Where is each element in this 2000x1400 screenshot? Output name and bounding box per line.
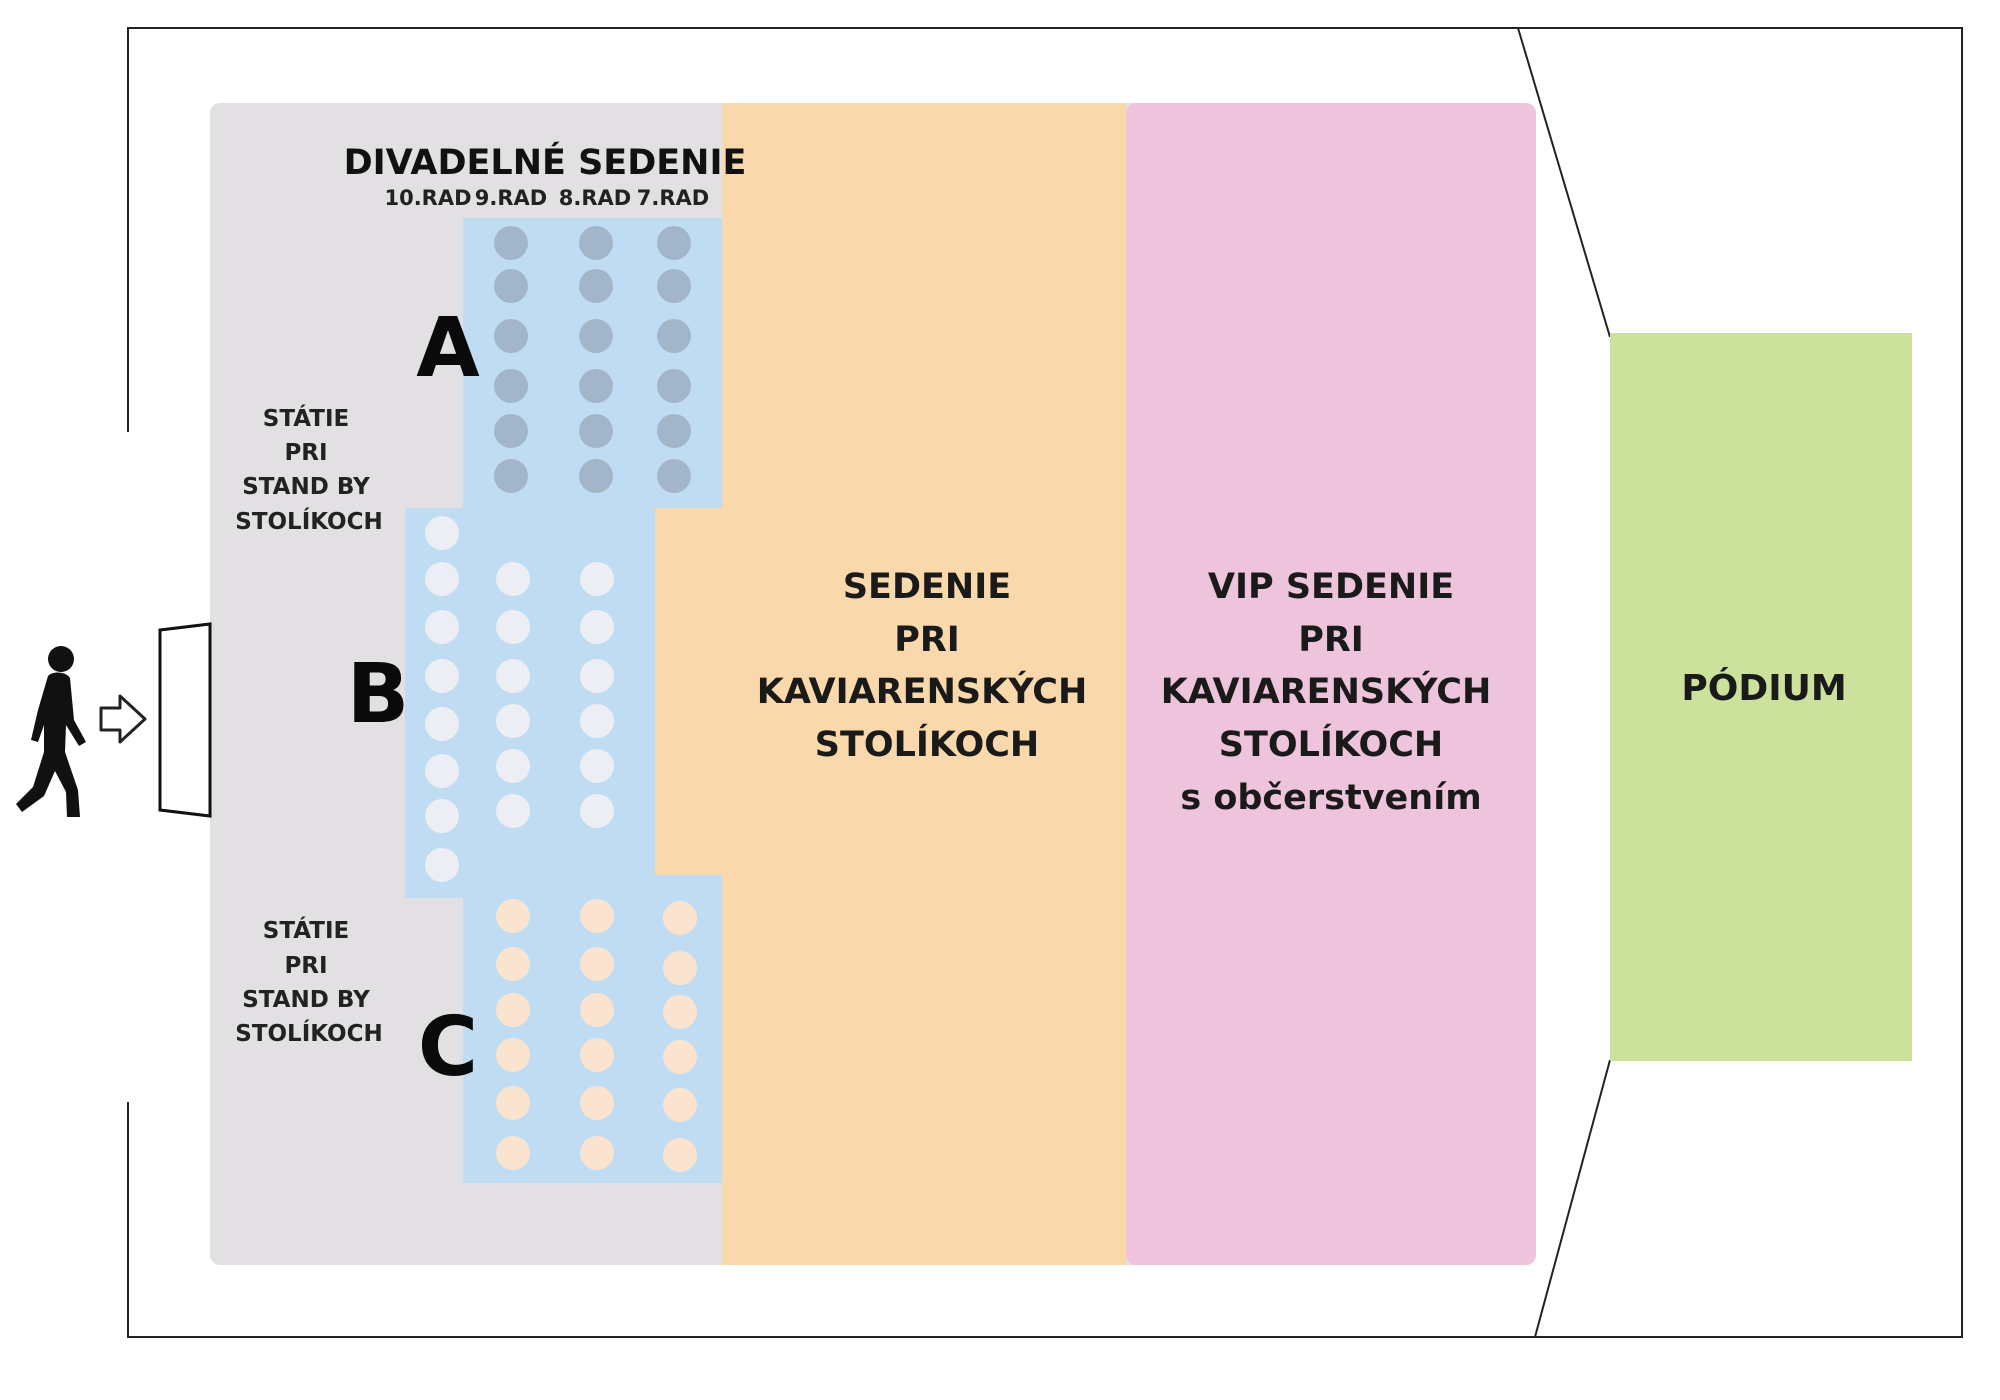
seat bbox=[425, 848, 459, 882]
seat bbox=[580, 1136, 614, 1170]
seat bbox=[580, 947, 614, 981]
row-label-10: 10.RAD bbox=[384, 186, 471, 210]
cafe-seating-zone bbox=[655, 103, 1126, 1265]
svg-text:PRI: PRI bbox=[284, 953, 327, 979]
seat bbox=[579, 319, 613, 353]
stage-label: PÓDIUM bbox=[1681, 667, 1846, 709]
section-letter-a: A bbox=[416, 301, 480, 396]
entry-arrow-icon bbox=[99, 694, 147, 744]
entrance-door bbox=[158, 622, 212, 818]
seat bbox=[425, 659, 459, 693]
seat bbox=[496, 659, 530, 693]
standing-label-top: STÁTIE PRI STAND BY STOLÍKOCH bbox=[235, 404, 383, 535]
seat bbox=[496, 993, 530, 1027]
seat bbox=[663, 901, 697, 935]
seat bbox=[494, 226, 528, 260]
seat bbox=[663, 1040, 697, 1074]
svg-text:STOLÍKOCH: STOLÍKOCH bbox=[1219, 723, 1443, 765]
seat bbox=[494, 459, 528, 493]
svg-text:PRI: PRI bbox=[284, 440, 327, 466]
seat bbox=[580, 610, 614, 644]
seat bbox=[580, 899, 614, 933]
seats-section-c bbox=[496, 899, 697, 1172]
svg-text:STOLÍKOCH: STOLÍKOCH bbox=[815, 723, 1039, 765]
walking-person-icon bbox=[16, 646, 86, 817]
seat bbox=[425, 754, 459, 788]
seat bbox=[657, 459, 691, 493]
row-label-8: 8.RAD bbox=[559, 186, 631, 210]
seat bbox=[496, 794, 530, 828]
seat bbox=[663, 995, 697, 1029]
seat bbox=[580, 749, 614, 783]
building-outline bbox=[127, 27, 1963, 1338]
svg-text:VIP SEDENIE: VIP SEDENIE bbox=[1208, 567, 1454, 607]
svg-text:PRI: PRI bbox=[1298, 620, 1364, 660]
svg-text:STOLÍKOCH: STOLÍKOCH bbox=[235, 1019, 383, 1047]
svg-text:STÁTIE: STÁTIE bbox=[263, 404, 349, 432]
svg-text:STAND BY: STAND BY bbox=[242, 474, 370, 500]
seat bbox=[579, 269, 613, 303]
seat bbox=[494, 319, 528, 353]
section-letter-c: C bbox=[418, 1000, 478, 1095]
seat bbox=[580, 704, 614, 738]
standing-label-bottom: STÁTIE PRI STAND BY STOLÍKOCH bbox=[235, 916, 383, 1047]
seat bbox=[580, 993, 614, 1027]
seat bbox=[579, 414, 613, 448]
svg-text:KAVIARENSKÝCH: KAVIARENSKÝCH bbox=[757, 669, 1088, 712]
seat bbox=[580, 562, 614, 596]
row-label-9: 9.RAD bbox=[475, 186, 547, 210]
seat bbox=[494, 269, 528, 303]
seat bbox=[663, 951, 697, 985]
svg-text:STAND BY: STAND BY bbox=[242, 987, 370, 1013]
seat bbox=[657, 269, 691, 303]
seat bbox=[494, 414, 528, 448]
seats-section-a bbox=[494, 226, 691, 493]
svg-text:KAVIARENSKÝCH: KAVIARENSKÝCH bbox=[1161, 669, 1492, 712]
seat bbox=[663, 1138, 697, 1172]
seat bbox=[580, 659, 614, 693]
seat bbox=[579, 226, 613, 260]
diagram-title: DIVADELNÉ SEDENIE bbox=[344, 141, 747, 183]
seat bbox=[657, 414, 691, 448]
seat bbox=[579, 459, 613, 493]
seat bbox=[496, 749, 530, 783]
seat bbox=[496, 1038, 530, 1072]
seat bbox=[580, 1086, 614, 1120]
seat bbox=[657, 319, 691, 353]
seat bbox=[496, 899, 530, 933]
seat bbox=[580, 1038, 614, 1072]
seat bbox=[425, 707, 459, 741]
seat bbox=[425, 610, 459, 644]
seat bbox=[496, 1136, 530, 1170]
seat bbox=[425, 799, 459, 833]
seat bbox=[496, 947, 530, 981]
seat bbox=[425, 562, 459, 596]
svg-text:PRI: PRI bbox=[894, 620, 960, 660]
vip-seating-zone bbox=[1126, 103, 1536, 1265]
seat bbox=[496, 704, 530, 738]
seat bbox=[496, 610, 530, 644]
seat bbox=[580, 794, 614, 828]
seats-section-b bbox=[425, 516, 614, 882]
seat bbox=[496, 562, 530, 596]
cafe-zone-label: SEDENIE PRI KAVIARENSKÝCH STOLÍKOCH bbox=[757, 567, 1088, 765]
seat bbox=[496, 1086, 530, 1120]
section-letter-b: B bbox=[347, 647, 410, 742]
svg-text:SEDENIE: SEDENIE bbox=[843, 567, 1011, 607]
theater-seating-zone bbox=[405, 218, 722, 1183]
seat bbox=[663, 1088, 697, 1122]
seat bbox=[425, 516, 459, 550]
stage-area bbox=[1610, 333, 1912, 1061]
svg-text:s občerstvením: s občerstvením bbox=[1180, 778, 1481, 818]
seat bbox=[657, 226, 691, 260]
vip-zone-label: VIP SEDENIE PRI KAVIARENSKÝCH STOLÍKOCH … bbox=[1161, 567, 1492, 818]
svg-text:STOLÍKOCH: STOLÍKOCH bbox=[235, 507, 383, 535]
row-label-7: 7.RAD bbox=[637, 186, 709, 210]
seat bbox=[494, 369, 528, 403]
seat bbox=[579, 369, 613, 403]
seat bbox=[657, 369, 691, 403]
svg-text:STÁTIE: STÁTIE bbox=[263, 916, 349, 944]
